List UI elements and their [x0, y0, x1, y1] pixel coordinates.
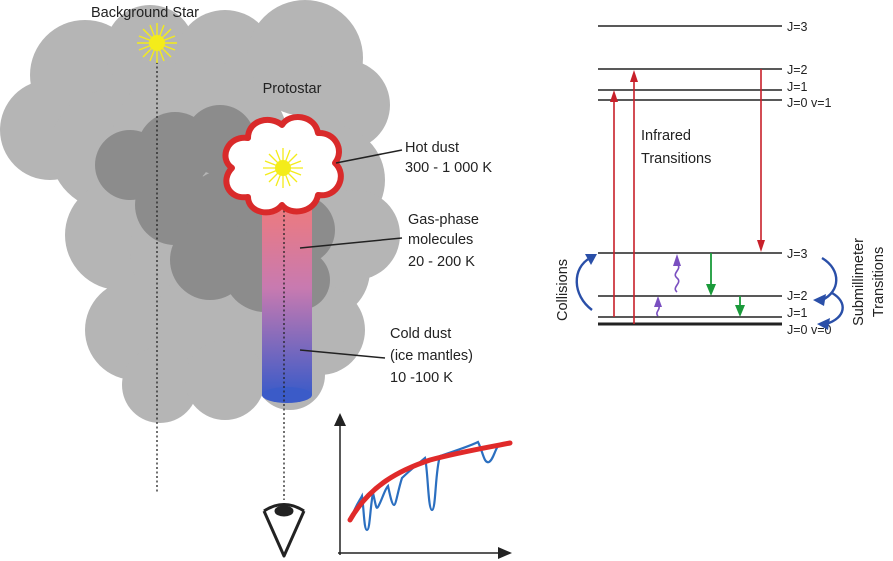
cold-dust-label: Cold dust: [390, 326, 451, 342]
upper-j3-label: J=3: [787, 20, 808, 34]
upper-j2-label: J=2: [787, 63, 808, 77]
submm-label: Submillimeter: [851, 238, 867, 326]
gas-phase-label: Gas-phase: [408, 212, 479, 228]
observer-eye-icon: [262, 503, 306, 558]
protostar-icon: [222, 114, 344, 216]
lower-j3-label: J=3: [787, 247, 808, 261]
background-star-icon: [137, 23, 177, 63]
hot-dust-pointer: [335, 149, 403, 164]
lower-j1-label: J=1: [787, 306, 808, 320]
gas-phase-pointer: [299, 237, 403, 249]
protostar-label: Protostar: [263, 81, 322, 97]
gas-dust-column: [262, 200, 312, 395]
collisions-label: Collisions: [555, 259, 571, 321]
hot-dust-temp: 300 - 1 000 K: [405, 160, 492, 176]
spectrum-plot: [334, 413, 513, 559]
collision-excitation-arrows: [654, 254, 681, 317]
hot-dust-label: Hot dust: [405, 140, 459, 156]
gas-phase-temp: 20 - 200 K: [408, 254, 475, 270]
cold-dust-pointer: [299, 349, 386, 359]
infrared-label-2: Transitions: [641, 151, 711, 167]
submm-label-2: Transitions: [871, 247, 887, 317]
submm-arc-icon: [813, 256, 844, 330]
column-bottom-cap: [262, 387, 312, 403]
continuum-curve: [347, 440, 513, 523]
infrared-arrows: [610, 69, 765, 324]
upper-j0-label: J=0 v=1: [787, 96, 832, 110]
background-star-label: Background Star: [91, 5, 199, 21]
spectrum-y-axis-arrow: [334, 413, 346, 426]
upper-j1-label: J=1: [787, 80, 808, 94]
energy-level-diagram: [598, 25, 782, 326]
cold-dust-label-2: (ice mantles): [390, 348, 473, 364]
cold-dust-temp: 10 -100 K: [390, 370, 453, 386]
gas-phase-label-2: molecules: [408, 232, 473, 248]
collisions-arc-icon: [575, 254, 597, 311]
lower-j0-label: J=0 v=0: [787, 323, 832, 337]
submm-emission-arrows: [706, 253, 745, 317]
lower-j2-label: J=2: [787, 289, 808, 303]
spectrum-x-axis-arrow: [498, 547, 512, 559]
absorption-spectrum: [350, 440, 507, 532]
infrared-label: Infrared: [641, 128, 691, 144]
